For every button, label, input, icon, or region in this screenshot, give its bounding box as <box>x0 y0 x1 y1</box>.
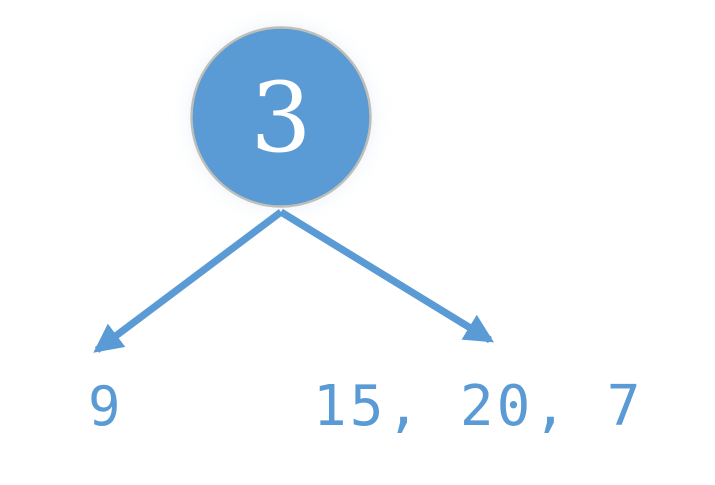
root-node-value: 3 <box>250 62 311 174</box>
root-node-circle[interactable] <box>190 26 372 208</box>
right-branch-arrow <box>279 208 494 344</box>
right-partition-label: 15, 20, 7 <box>313 374 643 439</box>
left-branch-arrow <box>93 209 284 353</box>
left-partition-label: 9 <box>88 375 121 438</box>
